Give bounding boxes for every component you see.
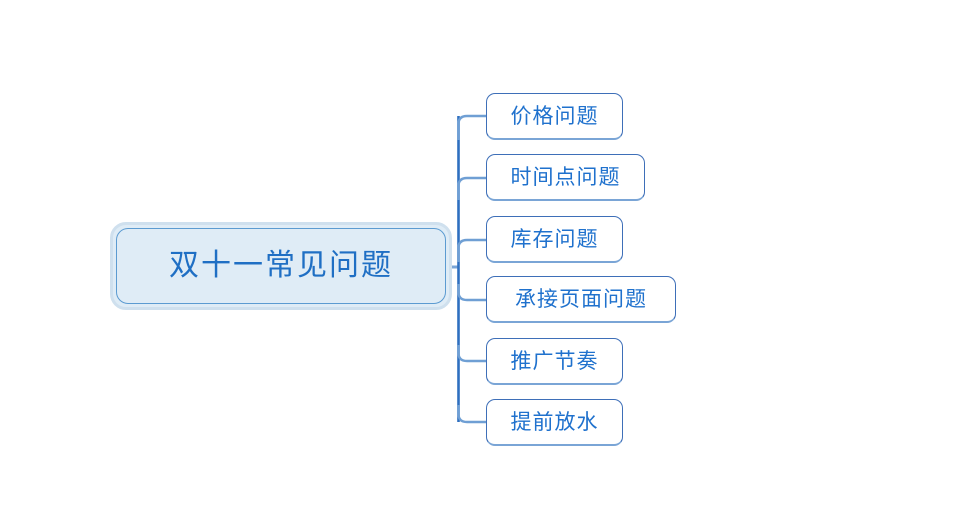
connector-elbow-4 <box>457 284 486 302</box>
root-node[interactable]: 双十一常见问题 <box>110 222 452 310</box>
child-node-early-release[interactable]: 提前放水 <box>486 399 623 446</box>
child-node-label: 承接页面问题 <box>515 286 647 311</box>
child-node-label: 价格问题 <box>510 103 599 128</box>
connector-elbow-6 <box>457 405 486 424</box>
root-node-inner: 双十一常见问题 <box>116 228 446 304</box>
child-node-inventory[interactable]: 库存问题 <box>486 216 623 263</box>
connector-elbow-2 <box>457 176 486 200</box>
child-node-landing-page[interactable]: 承接页面问题 <box>486 276 676 323</box>
child-node-price[interactable]: 价格问题 <box>486 93 623 140</box>
child-node-label: 时间点问题 <box>510 164 621 189</box>
connector-elbow-3 <box>457 238 486 262</box>
connector-elbow-1 <box>457 114 486 140</box>
child-node-label: 库存问题 <box>510 226 599 251</box>
child-node-label: 提前放水 <box>510 409 599 434</box>
child-node-promotion-rhythm[interactable]: 推广节奏 <box>486 338 623 385</box>
connector-elbow-5 <box>457 345 486 363</box>
child-node-timing[interactable]: 时间点问题 <box>486 154 645 201</box>
child-node-label: 推广节奏 <box>510 348 599 373</box>
root-node-label: 双十一常见问题 <box>169 249 393 282</box>
